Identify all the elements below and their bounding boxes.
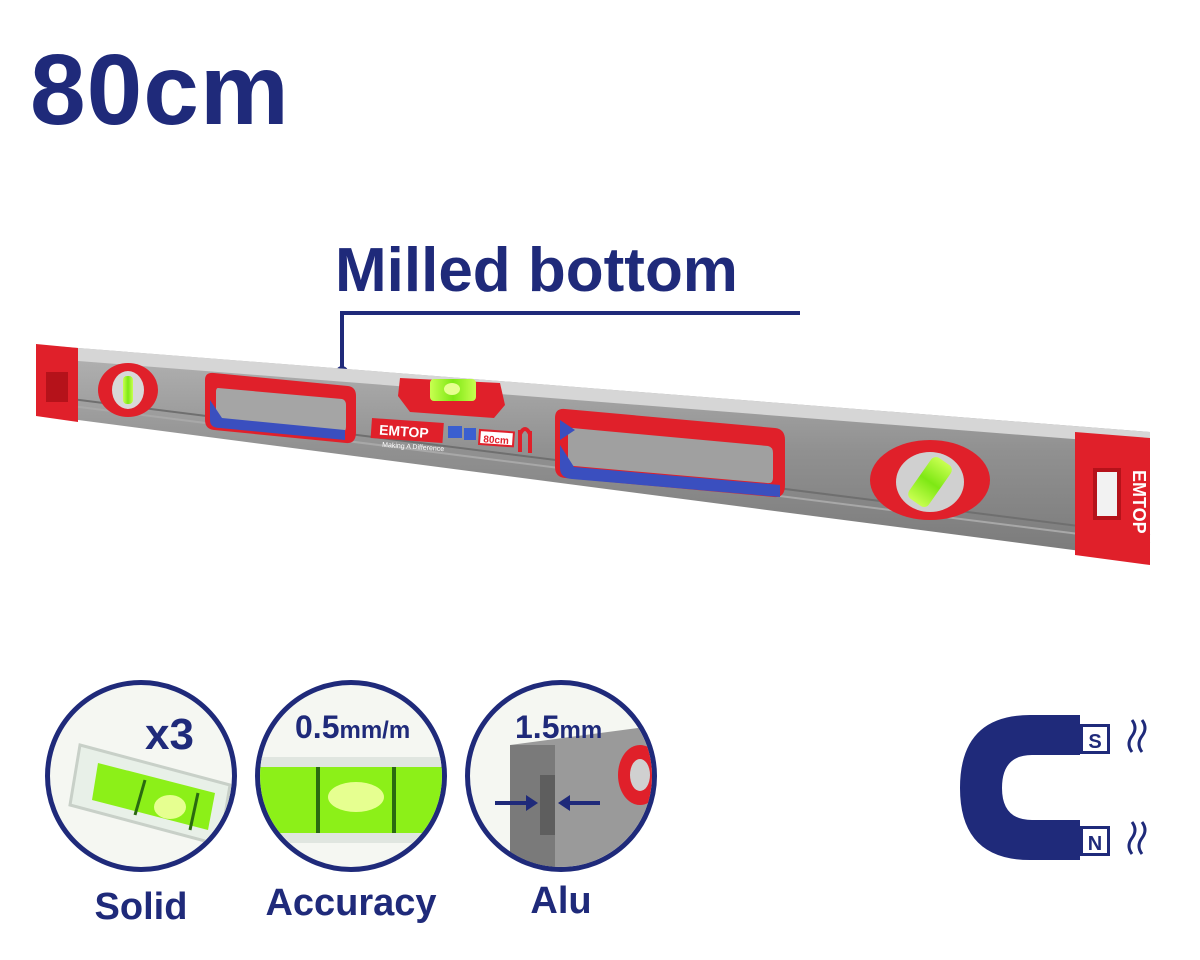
feature-accuracy-label: Accuracy (265, 882, 437, 924)
feature-accuracy-heading: 0.5mm/m (295, 711, 410, 743)
magnet-icon: S N (960, 710, 1160, 870)
wall-thickness-unit: mm (559, 717, 603, 744)
feature-alu-badge: 1.5mm (465, 680, 657, 872)
size-title: 80cm (30, 34, 290, 146)
brand-plate: EMTOP Making A Difference 80cm (370, 418, 532, 453)
end-cap-brand: EMTOP (1129, 470, 1149, 534)
left-vial (98, 363, 158, 417)
right-vial (870, 440, 990, 520)
feature-alu-label: Alu (530, 880, 592, 922)
magnet-pole-n: N (1080, 826, 1110, 856)
brand-tagline: Making A Difference (382, 442, 445, 453)
accuracy-unit: mm/m (339, 717, 411, 744)
center-vial (398, 378, 505, 418)
wall-thickness-value: 1.5 (515, 709, 560, 745)
milled-bottom-callout: Milled bottom (335, 236, 738, 305)
magnet-pole-s: S (1080, 724, 1110, 754)
callout-line (336, 311, 800, 378)
length-badge: 80cm (483, 434, 509, 447)
spirit-level-image: EMTOP EMTOP Making A Difference 80cm (36, 311, 1151, 565)
feature-alu-heading: 1.5mm (515, 711, 602, 743)
left-end-cap (36, 344, 78, 422)
right-end-cap: EMTOP (1075, 432, 1150, 565)
right-handle (555, 408, 785, 498)
accuracy-value: 0.5 (295, 709, 340, 745)
feature-accuracy-badge: 0.5mm/m (255, 680, 447, 872)
feature-solid-badge: x3 (45, 680, 237, 872)
feature-solid-heading: x3 (145, 710, 194, 759)
left-handle (205, 372, 356, 444)
feature-solid-label: Solid (94, 886, 188, 928)
brand-logo-text: EMTOP (379, 422, 430, 441)
